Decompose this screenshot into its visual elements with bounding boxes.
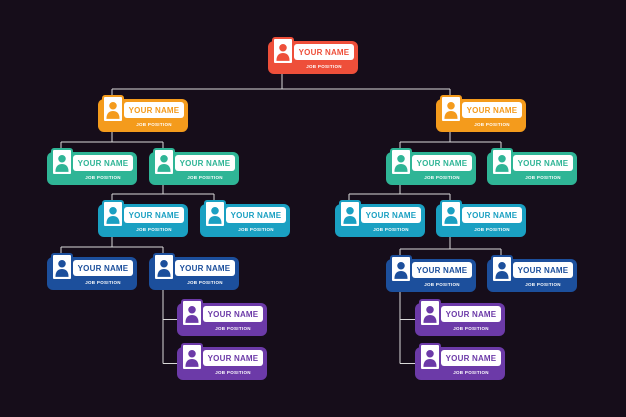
org-node-card[interactable]: YOUR NAME JOB POSITION [386, 148, 476, 185]
org-node-card[interactable]: YOUR NAME JOB POSITION [415, 299, 505, 336]
node-job-position: JOB POSITION [424, 175, 460, 180]
node-name: YOUR NAME [73, 155, 133, 171]
node-job-position: JOB POSITION [306, 64, 342, 69]
org-node-card[interactable]: YOUR NAME JOB POSITION [436, 95, 526, 132]
node-name: YOUR NAME [175, 260, 235, 276]
node-job-position: JOB POSITION [187, 175, 223, 180]
org-node-card[interactable]: YOUR NAME JOB POSITION [200, 200, 290, 237]
org-node-card[interactable]: YOUR NAME JOB POSITION [335, 200, 425, 237]
org-node-card[interactable]: YOUR NAME JOB POSITION [177, 299, 267, 336]
node-job-position: JOB POSITION [453, 370, 489, 375]
person-avatar-icon [102, 95, 124, 123]
org-node-card[interactable]: YOUR NAME JOB POSITION [386, 255, 476, 292]
org-node-card[interactable]: YOUR NAME JOB POSITION [98, 200, 188, 237]
org-node-card[interactable]: YOUR NAME JOB POSITION [47, 253, 137, 290]
node-name: YOUR NAME [361, 207, 421, 223]
org-node-card[interactable]: YOUR NAME JOB POSITION [177, 343, 267, 380]
person-avatar-icon [440, 200, 462, 228]
person-avatar-icon [390, 255, 412, 283]
node-name: YOUR NAME [294, 44, 354, 60]
node-name: YOUR NAME [203, 350, 263, 366]
node-job-position: JOB POSITION [85, 175, 121, 180]
node-name: YOUR NAME [203, 306, 263, 322]
node-name: YOUR NAME [462, 207, 522, 223]
node-job-position: JOB POSITION [474, 122, 510, 127]
org-node-card[interactable]: YOUR NAME JOB POSITION [149, 148, 239, 185]
node-job-position: JOB POSITION [525, 175, 561, 180]
person-avatar-icon [419, 299, 441, 327]
node-job-position: JOB POSITION [85, 280, 121, 285]
node-name: YOUR NAME [513, 262, 573, 278]
org-node-card[interactable]: YOUR NAME JOB POSITION [149, 253, 239, 290]
person-avatar-icon [204, 200, 226, 228]
node-name: YOUR NAME [412, 155, 472, 171]
node-name: YOUR NAME [226, 207, 286, 223]
node-job-position: JOB POSITION [215, 326, 251, 331]
org-node-card[interactable]: YOUR NAME JOB POSITION [487, 255, 577, 292]
node-job-position: JOB POSITION [424, 282, 460, 287]
node-name: YOUR NAME [412, 262, 472, 278]
person-avatar-icon [153, 253, 175, 281]
node-name: YOUR NAME [441, 350, 501, 366]
org-node-card[interactable]: YOUR NAME JOB POSITION [47, 148, 137, 185]
person-avatar-icon [181, 299, 203, 327]
org-node-card[interactable]: YOUR NAME JOB POSITION [436, 200, 526, 237]
node-name: YOUR NAME [175, 155, 235, 171]
person-avatar-icon [491, 255, 513, 283]
person-avatar-icon [272, 37, 294, 65]
org-node-card[interactable]: YOUR NAME JOB POSITION [415, 343, 505, 380]
person-avatar-icon [51, 148, 73, 176]
node-name: YOUR NAME [124, 102, 184, 118]
person-avatar-icon [102, 200, 124, 228]
node-name: YOUR NAME [124, 207, 184, 223]
node-job-position: JOB POSITION [453, 326, 489, 331]
person-avatar-icon [181, 343, 203, 371]
node-job-position: JOB POSITION [238, 227, 274, 232]
node-job-position: JOB POSITION [525, 282, 561, 287]
node-job-position: JOB POSITION [136, 227, 172, 232]
org-node-card[interactable]: YOUR NAME JOB POSITION [98, 95, 188, 132]
person-avatar-icon [153, 148, 175, 176]
node-job-position: JOB POSITION [215, 370, 251, 375]
person-avatar-icon [339, 200, 361, 228]
node-job-position: JOB POSITION [136, 122, 172, 127]
person-avatar-icon [390, 148, 412, 176]
node-job-position: JOB POSITION [474, 227, 510, 232]
person-avatar-icon [51, 253, 73, 281]
org-node-card[interactable]: YOUR NAME JOB POSITION [487, 148, 577, 185]
person-avatar-icon [419, 343, 441, 371]
node-job-position: JOB POSITION [187, 280, 223, 285]
person-avatar-icon [491, 148, 513, 176]
node-name: YOUR NAME [441, 306, 501, 322]
node-job-position: JOB POSITION [373, 227, 409, 232]
node-name: YOUR NAME [462, 102, 522, 118]
node-name: YOUR NAME [513, 155, 573, 171]
org-node-card[interactable]: YOUR NAME JOB POSITION [268, 37, 358, 74]
node-name: YOUR NAME [73, 260, 133, 276]
person-avatar-icon [440, 95, 462, 123]
